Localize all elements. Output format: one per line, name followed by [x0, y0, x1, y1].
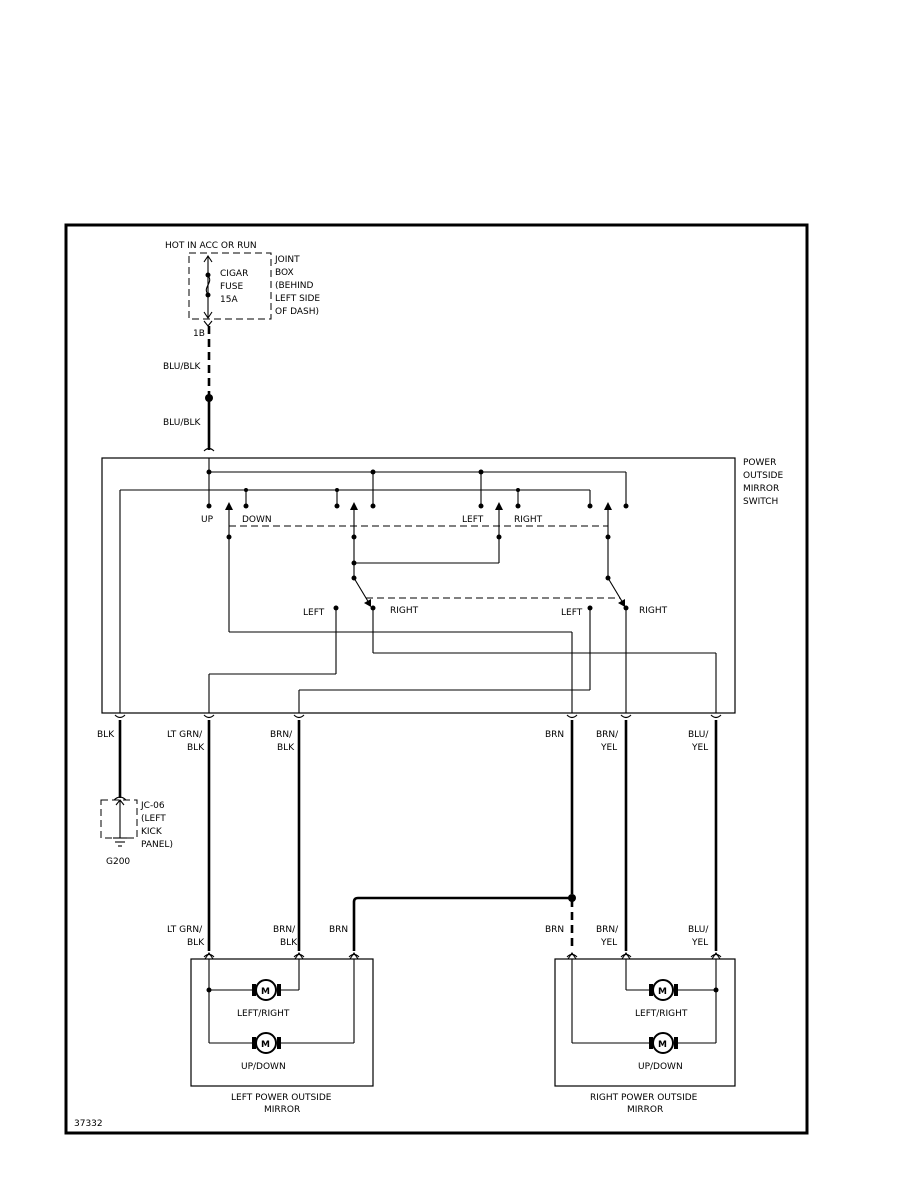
right-mirror-left-right-label: LEFT/RIGHT: [635, 1009, 688, 1019]
left-mirror-up-down-label: UP/DOWN: [241, 1062, 286, 1072]
svg-text:M: M: [261, 987, 270, 997]
mirror-switch-box: [101, 457, 736, 714]
wire-label-blk: BLK: [97, 730, 115, 740]
svg-text:(LEFT: (LEFT: [141, 814, 166, 824]
right-mirror-wiring: [571, 959, 719, 1044]
svg-text:LEFT SIDE: LEFT SIDE: [275, 294, 320, 304]
left-mirror-box: [190, 958, 374, 1087]
left-mirror-wiring: [206, 959, 355, 1044]
connector-1b-label: 1B: [193, 329, 205, 339]
wire-label-blu-yel-1: BLU/: [688, 730, 709, 740]
svg-text:OF DASH): OF DASH): [275, 307, 319, 317]
ground-connector-label: JC-06 (LEFT KICK PANEL): [140, 801, 173, 850]
wire-label-brn-blk-2: BLK: [277, 743, 295, 753]
right-mirror-box: [554, 958, 736, 1087]
joint-box-outline: [188, 252, 272, 320]
right-mirror-label-blu-yel-1: BLU/: [688, 925, 709, 935]
svg-text:15A: 15A: [220, 295, 238, 305]
switch-internal-wiring: [119, 458, 717, 713]
switch-label-right: RIGHT: [514, 515, 543, 525]
switch-label-down: DOWN: [242, 515, 272, 525]
left-mirror-label-lt-grn-1: LT GRN/: [167, 925, 203, 935]
svg-text:M: M: [658, 1040, 667, 1050]
svg-text:JOINT: JOINT: [274, 255, 300, 265]
right-mirror-title-1: RIGHT POWER OUTSIDE: [590, 1093, 698, 1103]
svg-text:M: M: [261, 1040, 270, 1050]
left-mirror-left-right-label: LEFT/RIGHT: [237, 1009, 290, 1019]
right-mirror-label-brn-yel-2: YEL: [600, 938, 617, 948]
wire-label-lt-grn-blk-2: BLK: [187, 743, 205, 753]
switch-label-left-3: LEFT: [561, 608, 583, 618]
svg-text:POWER: POWER: [743, 458, 776, 468]
right-mirror-title-2: MIRROR: [627, 1105, 663, 1115]
svg-text:BOX: BOX: [275, 268, 294, 278]
cigar-fuse: CIGAR FUSE 15A: [203, 255, 248, 319]
switch-output-connectors: [114, 714, 722, 719]
left-mirror-label-brn: BRN: [329, 925, 348, 935]
left-mirror-motor-up-down: M: [252, 1032, 281, 1054]
right-mirror-motor-left-right: M: [649, 979, 678, 1001]
wire-label-blu-blk-2: BLU/BLK: [163, 418, 202, 428]
switch-label-right-3: RIGHT: [639, 606, 668, 616]
ground-icon: [113, 837, 127, 847]
svg-text:PANEL): PANEL): [141, 840, 173, 850]
left-mirror-connectors: [203, 952, 360, 960]
wire-label-brn-yel-2: YEL: [600, 743, 617, 753]
right-mirror-label-blu-yel-2: YEL: [691, 938, 708, 948]
right-mirror-label-brn: BRN: [545, 925, 564, 935]
left-mirror-label-lt-grn-2: BLK: [187, 938, 205, 948]
connector-1b: [203, 320, 213, 327]
left-mirror-title-2: MIRROR: [264, 1105, 300, 1115]
svg-text:FUSE: FUSE: [220, 282, 243, 292]
svg-text:OUTSIDE: OUTSIDE: [743, 471, 783, 481]
wire-label-brn-yel-1: BRN/: [596, 730, 619, 740]
left-mirror-title-1: LEFT POWER OUTSIDE: [231, 1093, 332, 1103]
svg-text:(BEHIND: (BEHIND: [275, 281, 314, 291]
svg-text:SWITCH: SWITCH: [743, 497, 778, 507]
svg-text:JC-06: JC-06: [140, 801, 165, 811]
wire-label-lt-grn-blk-1: LT GRN/: [167, 730, 203, 740]
left-mirror-label-brn-blk-1: BRN/: [273, 925, 296, 935]
diagram-id: 37332: [74, 1119, 103, 1129]
left-mirror-motor-left-right: M: [252, 979, 281, 1001]
wire-label-blu-blk-1: BLU/BLK: [163, 362, 202, 372]
svg-text:M: M: [658, 987, 667, 997]
svg-text:MIRROR: MIRROR: [743, 484, 779, 494]
right-mirror-up-down-label: UP/DOWN: [638, 1062, 683, 1072]
ground-name: G200: [106, 857, 130, 867]
harness-wires: [207, 720, 718, 951]
left-mirror-label-brn-blk-2: BLK: [280, 938, 298, 948]
ground-connector-top: [113, 796, 127, 801]
switch-label-right-2: RIGHT: [390, 606, 419, 616]
wire-label-blu-yel-2: YEL: [691, 743, 708, 753]
svg-text:KICK: KICK: [141, 827, 163, 837]
switch-title: POWER OUTSIDE MIRROR SWITCH: [743, 458, 783, 507]
switch-label-up: UP: [201, 515, 214, 525]
switch-label-left-2: LEFT: [303, 608, 325, 618]
right-mirror-connectors: [566, 952, 722, 960]
switch-connector-top: [203, 447, 215, 452]
diagram-frame: [64, 223, 809, 1135]
switch-label-left: LEFT: [462, 515, 484, 525]
wire-label-brn: BRN: [545, 730, 564, 740]
power-source-label: HOT IN ACC OR RUN: [165, 241, 257, 251]
right-mirror-label-brn-yel-1: BRN/: [596, 925, 619, 935]
ground-connector-box: [100, 799, 138, 839]
wire-label-brn-blk-1: BRN/: [270, 730, 293, 740]
svg-text:CIGAR: CIGAR: [220, 269, 248, 279]
joint-box-label: JOINT BOX (BEHIND LEFT SIDE OF DASH): [274, 255, 320, 317]
right-mirror-motor-up-down: M: [649, 1032, 678, 1054]
